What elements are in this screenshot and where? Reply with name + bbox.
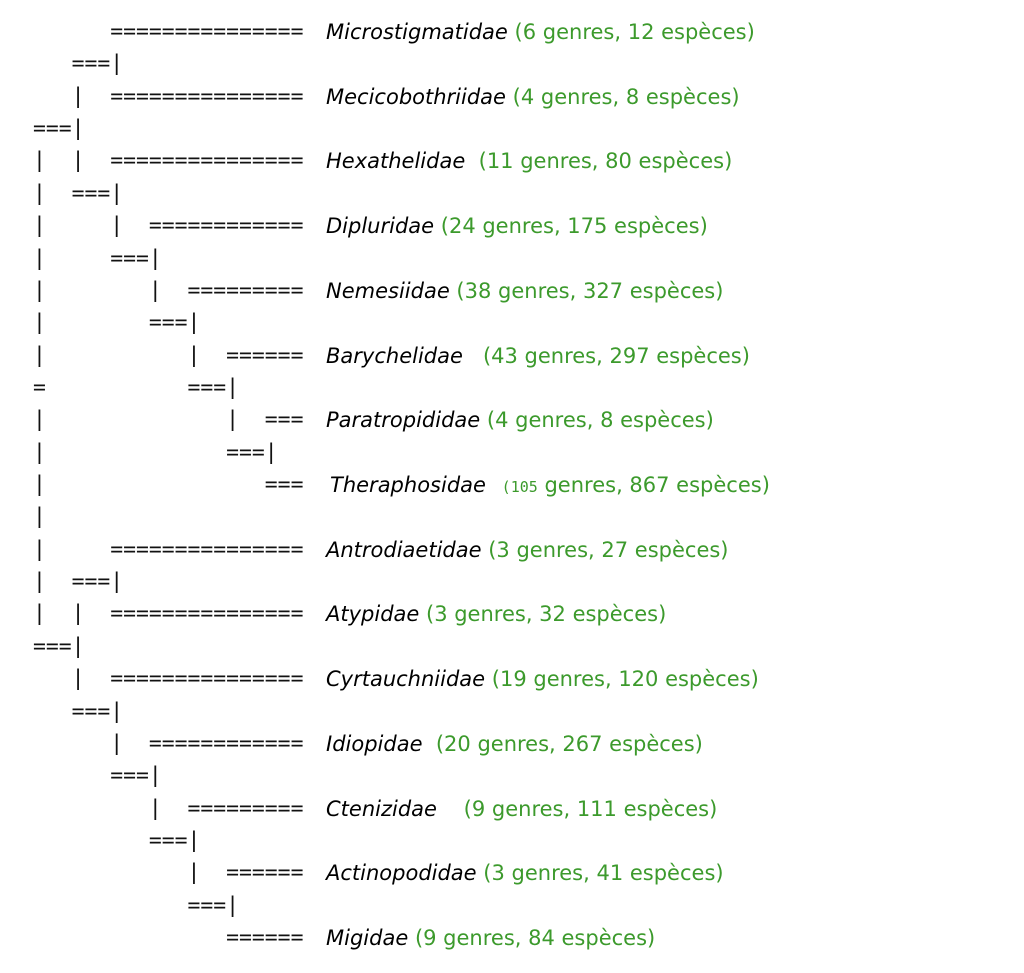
taxon-label: Microstigmatidae (6 genres, 12 espèces) [326, 16, 755, 48]
taxon-label: Migidae (9 genres, 84 espèces) [326, 922, 655, 954]
tree-branch: | [33, 504, 46, 530]
tree-branch: ===| [33, 633, 85, 659]
taxon-label: Actinopodidae (3 genres, 41 espèces) [326, 857, 724, 889]
genus-species-count: (3 genres, 32 espèces) [426, 602, 667, 627]
tree-branch: ===| [33, 51, 124, 77]
taxon-label: Cyrtauchniidae (19 genres, 120 espèces) [326, 663, 759, 695]
family-name: Barychelidae [326, 343, 463, 368]
genus-species-count: (38 genres, 327 espèces) [456, 278, 724, 303]
genus-species-count: (3 genres, 27 espèces) [488, 537, 729, 562]
tree-branch: | ============ [33, 730, 304, 756]
family-name: Mecicobothriidae [326, 84, 506, 109]
genus-species-count: (4 genres, 8 espèces) [486, 408, 714, 433]
tree-branch: ===| [33, 828, 201, 853]
tree-branch: | ====== [33, 860, 304, 886]
family-name: Ctenizidae [326, 796, 437, 821]
taxon-label: Nemesiidae (38 genres, 327 espèces) [326, 275, 723, 307]
tree-branch: | =============== [33, 83, 304, 109]
taxon-label: Idiopidae (20 genres, 267 espèces) [326, 728, 703, 760]
family-name: Microstigmatidae [326, 20, 508, 44]
tree-branch: | =============== [33, 666, 304, 692]
taxon-label: Dipluridae (24 genres, 175 espèces) [326, 210, 708, 242]
tree-branch: ===| [33, 698, 124, 724]
genus-species-count: (4 genres, 8 espèces) [512, 84, 740, 109]
family-name: Actinopodidae [326, 861, 477, 886]
tree-branch: | ===| [33, 439, 278, 465]
taxon-label: Atypidae (3 genres, 32 espèces) [326, 598, 666, 630]
tree-branch: =============== [33, 19, 304, 44]
tree-branch: ===| [33, 116, 85, 142]
taxon-label: Paratropididae (4 genres, 8 espèces) [326, 404, 714, 436]
tree-branch: | | ====== [33, 342, 304, 368]
genus-count-prefix: (105 [492, 478, 538, 497]
genus-species-count: (43 genres, 297 espèces) [469, 343, 750, 368]
tree-branch: | | ========= [33, 277, 304, 303]
genus-species-count: (19 genres, 120 espèces) [491, 667, 759, 692]
family-name: Hexathelidae [326, 149, 466, 174]
tree-branch: | ===| [33, 180, 124, 206]
tree-branch: | ========= [33, 795, 304, 821]
tree-branch: ===| [33, 763, 162, 789]
family-name: Nemesiidae [326, 278, 450, 303]
tree-branch: | | === [33, 407, 304, 433]
tree-branch: | === [33, 472, 304, 498]
tree-branch: | ===| [33, 245, 162, 271]
family-name: Paratropididae [326, 408, 481, 433]
family-name: Antrodiaetidae [326, 537, 482, 562]
taxon-label: Hexathelidae (11 genres, 80 espèces) [326, 145, 732, 177]
taxon-label: Ctenizidae (9 genres, 111 espèces) [326, 793, 717, 825]
family-name: Atypidae [326, 602, 420, 627]
family-name: Dipluridae [326, 214, 435, 239]
genus-species-count: genres, 867 espèces) [537, 473, 770, 498]
family-name: Theraphosidae [330, 473, 486, 498]
genus-species-count: (20 genres, 267 espèces) [429, 731, 703, 756]
tree-branch: ====== [33, 925, 304, 951]
genus-species-count: (24 genres, 175 espèces) [440, 214, 708, 239]
genus-species-count: (9 genres, 111 espèces) [443, 796, 718, 821]
tree-branch: ===| [33, 892, 240, 918]
genus-species-count: (9 genres, 84 espèces) [414, 926, 656, 951]
family-name: Cyrtauchniidae [326, 667, 486, 692]
tree-branch: | ===| [33, 310, 201, 336]
taxon-label: Antrodiaetidae (3 genres, 27 espèces) [326, 534, 729, 566]
genus-species-count: (6 genres, 12 espèces) [514, 20, 755, 44]
tree-branch: | | ============ [33, 213, 304, 239]
family-name: Idiopidae [326, 731, 423, 756]
tree-branch: | ===| [33, 569, 124, 595]
tree-branch: | | =============== [33, 148, 304, 174]
family-name: Migidae [326, 926, 409, 951]
taxon-label: Theraphosidae (105 genres, 867 espèces) [330, 469, 770, 503]
taxon-label: Barychelidae (43 genres, 297 espèces) [326, 340, 750, 372]
tree-branch: | | =============== [33, 601, 304, 627]
taxon-label: Mecicobothriidae (4 genres, 8 espèces) [326, 81, 740, 113]
tree-branch: = ===| [33, 374, 240, 400]
genus-species-count: (3 genres, 41 espèces) [483, 861, 724, 886]
genus-species-count: (11 genres, 80 espèces) [471, 149, 733, 174]
tree-branch: | =============== [33, 536, 304, 562]
